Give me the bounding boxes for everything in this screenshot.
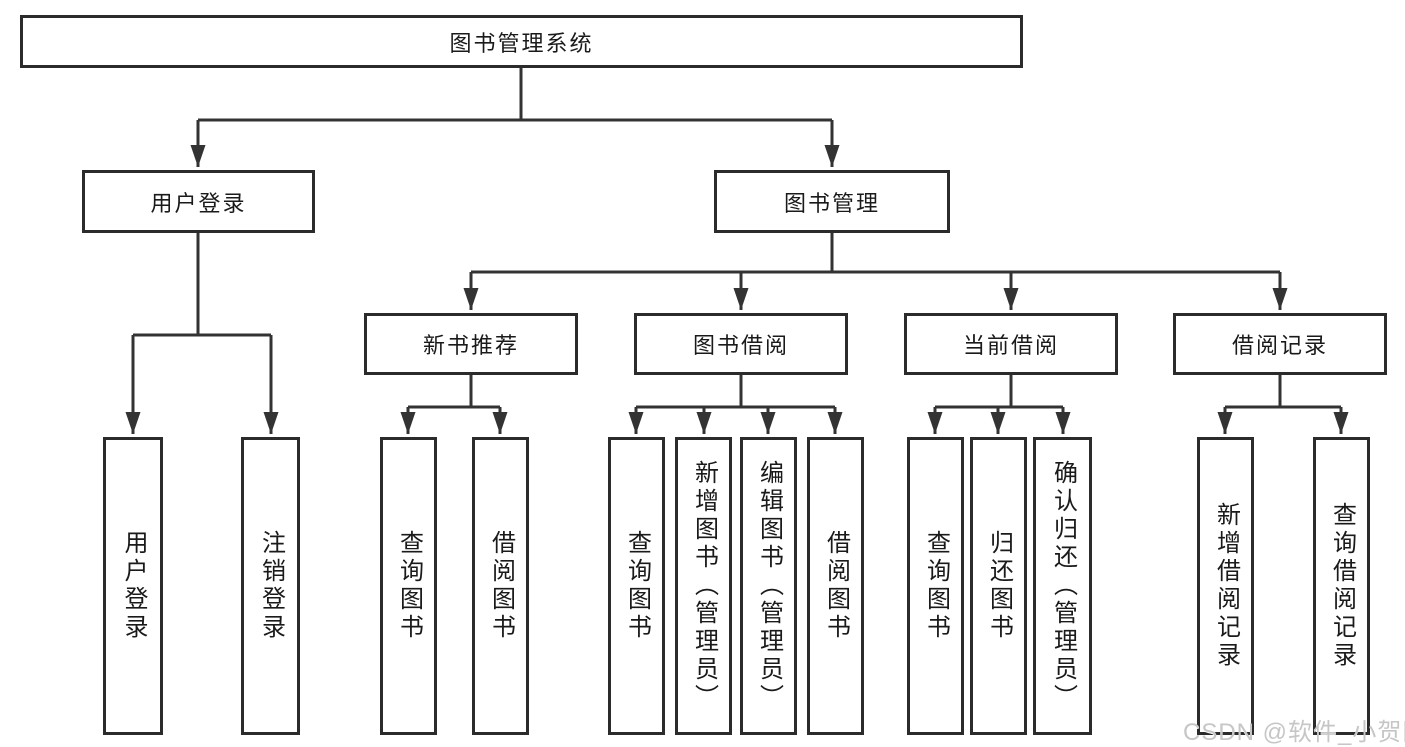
leaf-logout-label: 注销登录 xyxy=(257,530,285,642)
leaf-add-borrow-record: 新增借阅记录 xyxy=(1197,437,1254,735)
leaf-query-book-recommend: 查询图书 xyxy=(380,437,437,735)
leaf-query-book-recommend-label: 查询图书 xyxy=(395,530,423,642)
leaf-query-book-current: 查询图书 xyxy=(907,437,964,735)
leaf-user-login: 用户登录 xyxy=(103,437,163,735)
node-book-management-label: 图书管理 xyxy=(783,190,880,216)
node-user-login-label: 用户登录 xyxy=(150,190,247,216)
leaf-add-borrow-record-label: 新增借阅记录 xyxy=(1212,502,1240,670)
leaf-confirm-return-admin-label: 确认归还（管理员） xyxy=(1049,460,1077,712)
leaf-borrow-book-borrowing: 借阅图书 xyxy=(807,437,864,735)
leaf-add-book-admin-label: 新增图书（管理员） xyxy=(690,460,718,712)
node-new-book-recommend-label: 新书推荐 xyxy=(422,333,519,358)
leaf-return-book-label: 归还图书 xyxy=(985,530,1013,642)
leaf-logout: 注销登录 xyxy=(241,437,300,735)
node-book-borrowing-label: 图书借阅 xyxy=(692,333,789,358)
node-library-system-label: 图书管理系统 xyxy=(449,30,594,56)
node-library-system: 图书管理系统 xyxy=(20,15,1023,68)
leaf-add-book-admin: 新增图书（管理员） xyxy=(675,437,732,735)
node-new-book-recommend: 新书推荐 xyxy=(364,313,578,375)
node-borrowing-records: 借阅记录 xyxy=(1173,313,1387,375)
leaf-borrow-book-recommend: 借阅图书 xyxy=(472,437,529,735)
leaf-borrow-book-borrowing-label: 借阅图书 xyxy=(822,530,850,642)
leaf-query-borrow-record-label: 查询借阅记录 xyxy=(1328,502,1356,670)
leaf-query-book-borrowing: 查询图书 xyxy=(608,437,665,735)
leaf-query-book-current-label: 查询图书 xyxy=(922,530,950,642)
leaf-query-book-borrowing-label: 查询图书 xyxy=(623,530,651,642)
leaf-edit-book-admin-label: 编辑图书（管理员） xyxy=(755,460,783,712)
node-current-borrowing-label: 当前借阅 xyxy=(962,333,1059,358)
watermark: CSDN @软件_小贺同学 xyxy=(1183,719,1405,746)
node-borrowing-records-label: 借阅记录 xyxy=(1231,333,1328,358)
leaf-return-book: 归还图书 xyxy=(970,437,1027,735)
node-book-borrowing: 图书借阅 xyxy=(634,313,848,375)
leaf-borrow-book-recommend-label: 借阅图书 xyxy=(487,530,515,642)
leaf-edit-book-admin: 编辑图书（管理员） xyxy=(740,437,797,735)
leaf-query-borrow-record: 查询借阅记录 xyxy=(1313,437,1370,735)
leaf-confirm-return-admin: 确认归还（管理员） xyxy=(1033,437,1092,735)
node-book-management: 图书管理 xyxy=(714,170,950,233)
leaf-user-login-label: 用户登录 xyxy=(120,530,147,642)
node-current-borrowing: 当前借阅 xyxy=(904,313,1118,375)
node-user-login: 用户登录 xyxy=(82,170,315,233)
